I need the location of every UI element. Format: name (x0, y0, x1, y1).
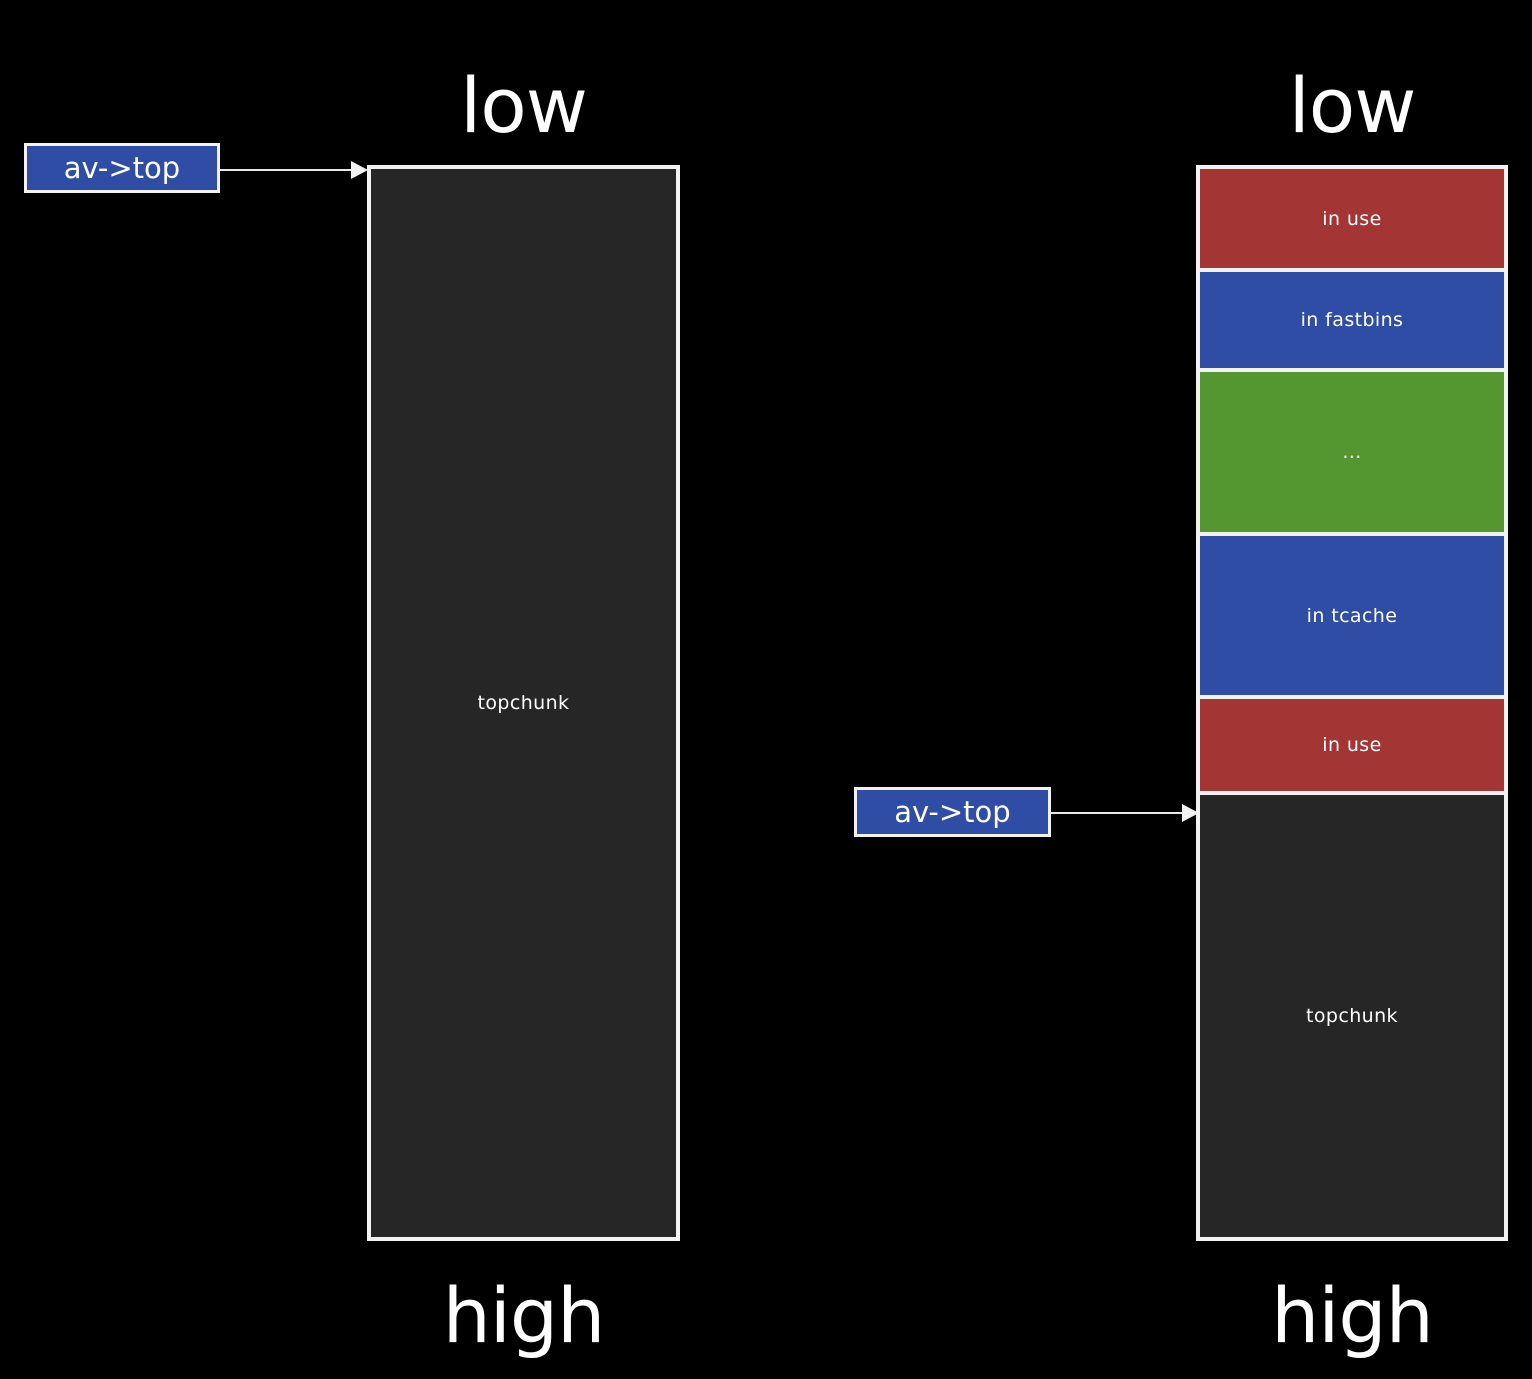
chunk-label: topchunk (1306, 1005, 1398, 1027)
left-low-label: low (460, 61, 588, 150)
used-heap-column: in use in fastbins ... in tcache in use … (1196, 165, 1508, 1241)
av-top-arrow-right (1051, 804, 1201, 822)
chunk-in-use-bottom: in use (1200, 695, 1504, 791)
chunk-label: topchunk (477, 692, 570, 714)
fresh-heap-column: topchunk (367, 165, 680, 1241)
chunk-label: in use (1322, 207, 1382, 230)
av-top-pointer-label: av->top (63, 151, 181, 185)
av-top-pointer-box-right[interactable]: av->top (854, 787, 1051, 837)
chunk-in-tcache: in tcache (1200, 532, 1504, 695)
chunk-ellipsis: ... (1200, 368, 1504, 532)
right-low-label: low (1288, 61, 1417, 150)
av-top-pointer-label: av->top (894, 795, 1011, 829)
chunk-label: in fastbins (1300, 309, 1404, 331)
arrow-head-icon (351, 161, 368, 179)
left-high-label: high (442, 1271, 606, 1360)
arrow-line (1051, 812, 1184, 814)
chunk-topchunk: topchunk (1200, 791, 1504, 1237)
chunk-topchunk: topchunk (371, 169, 676, 1237)
chunk-label: ... (1342, 441, 1362, 463)
chunk-in-use-top: in use (1200, 169, 1504, 268)
av-top-arrow-left (220, 161, 370, 179)
av-top-pointer-box-left[interactable]: av->top (24, 143, 220, 193)
chunk-in-fastbins: in fastbins (1200, 268, 1504, 368)
right-high-label: high (1271, 1271, 1434, 1360)
chunk-label: in tcache (1306, 604, 1398, 627)
arrow-line (220, 169, 353, 171)
chunk-label: in use (1322, 734, 1382, 756)
